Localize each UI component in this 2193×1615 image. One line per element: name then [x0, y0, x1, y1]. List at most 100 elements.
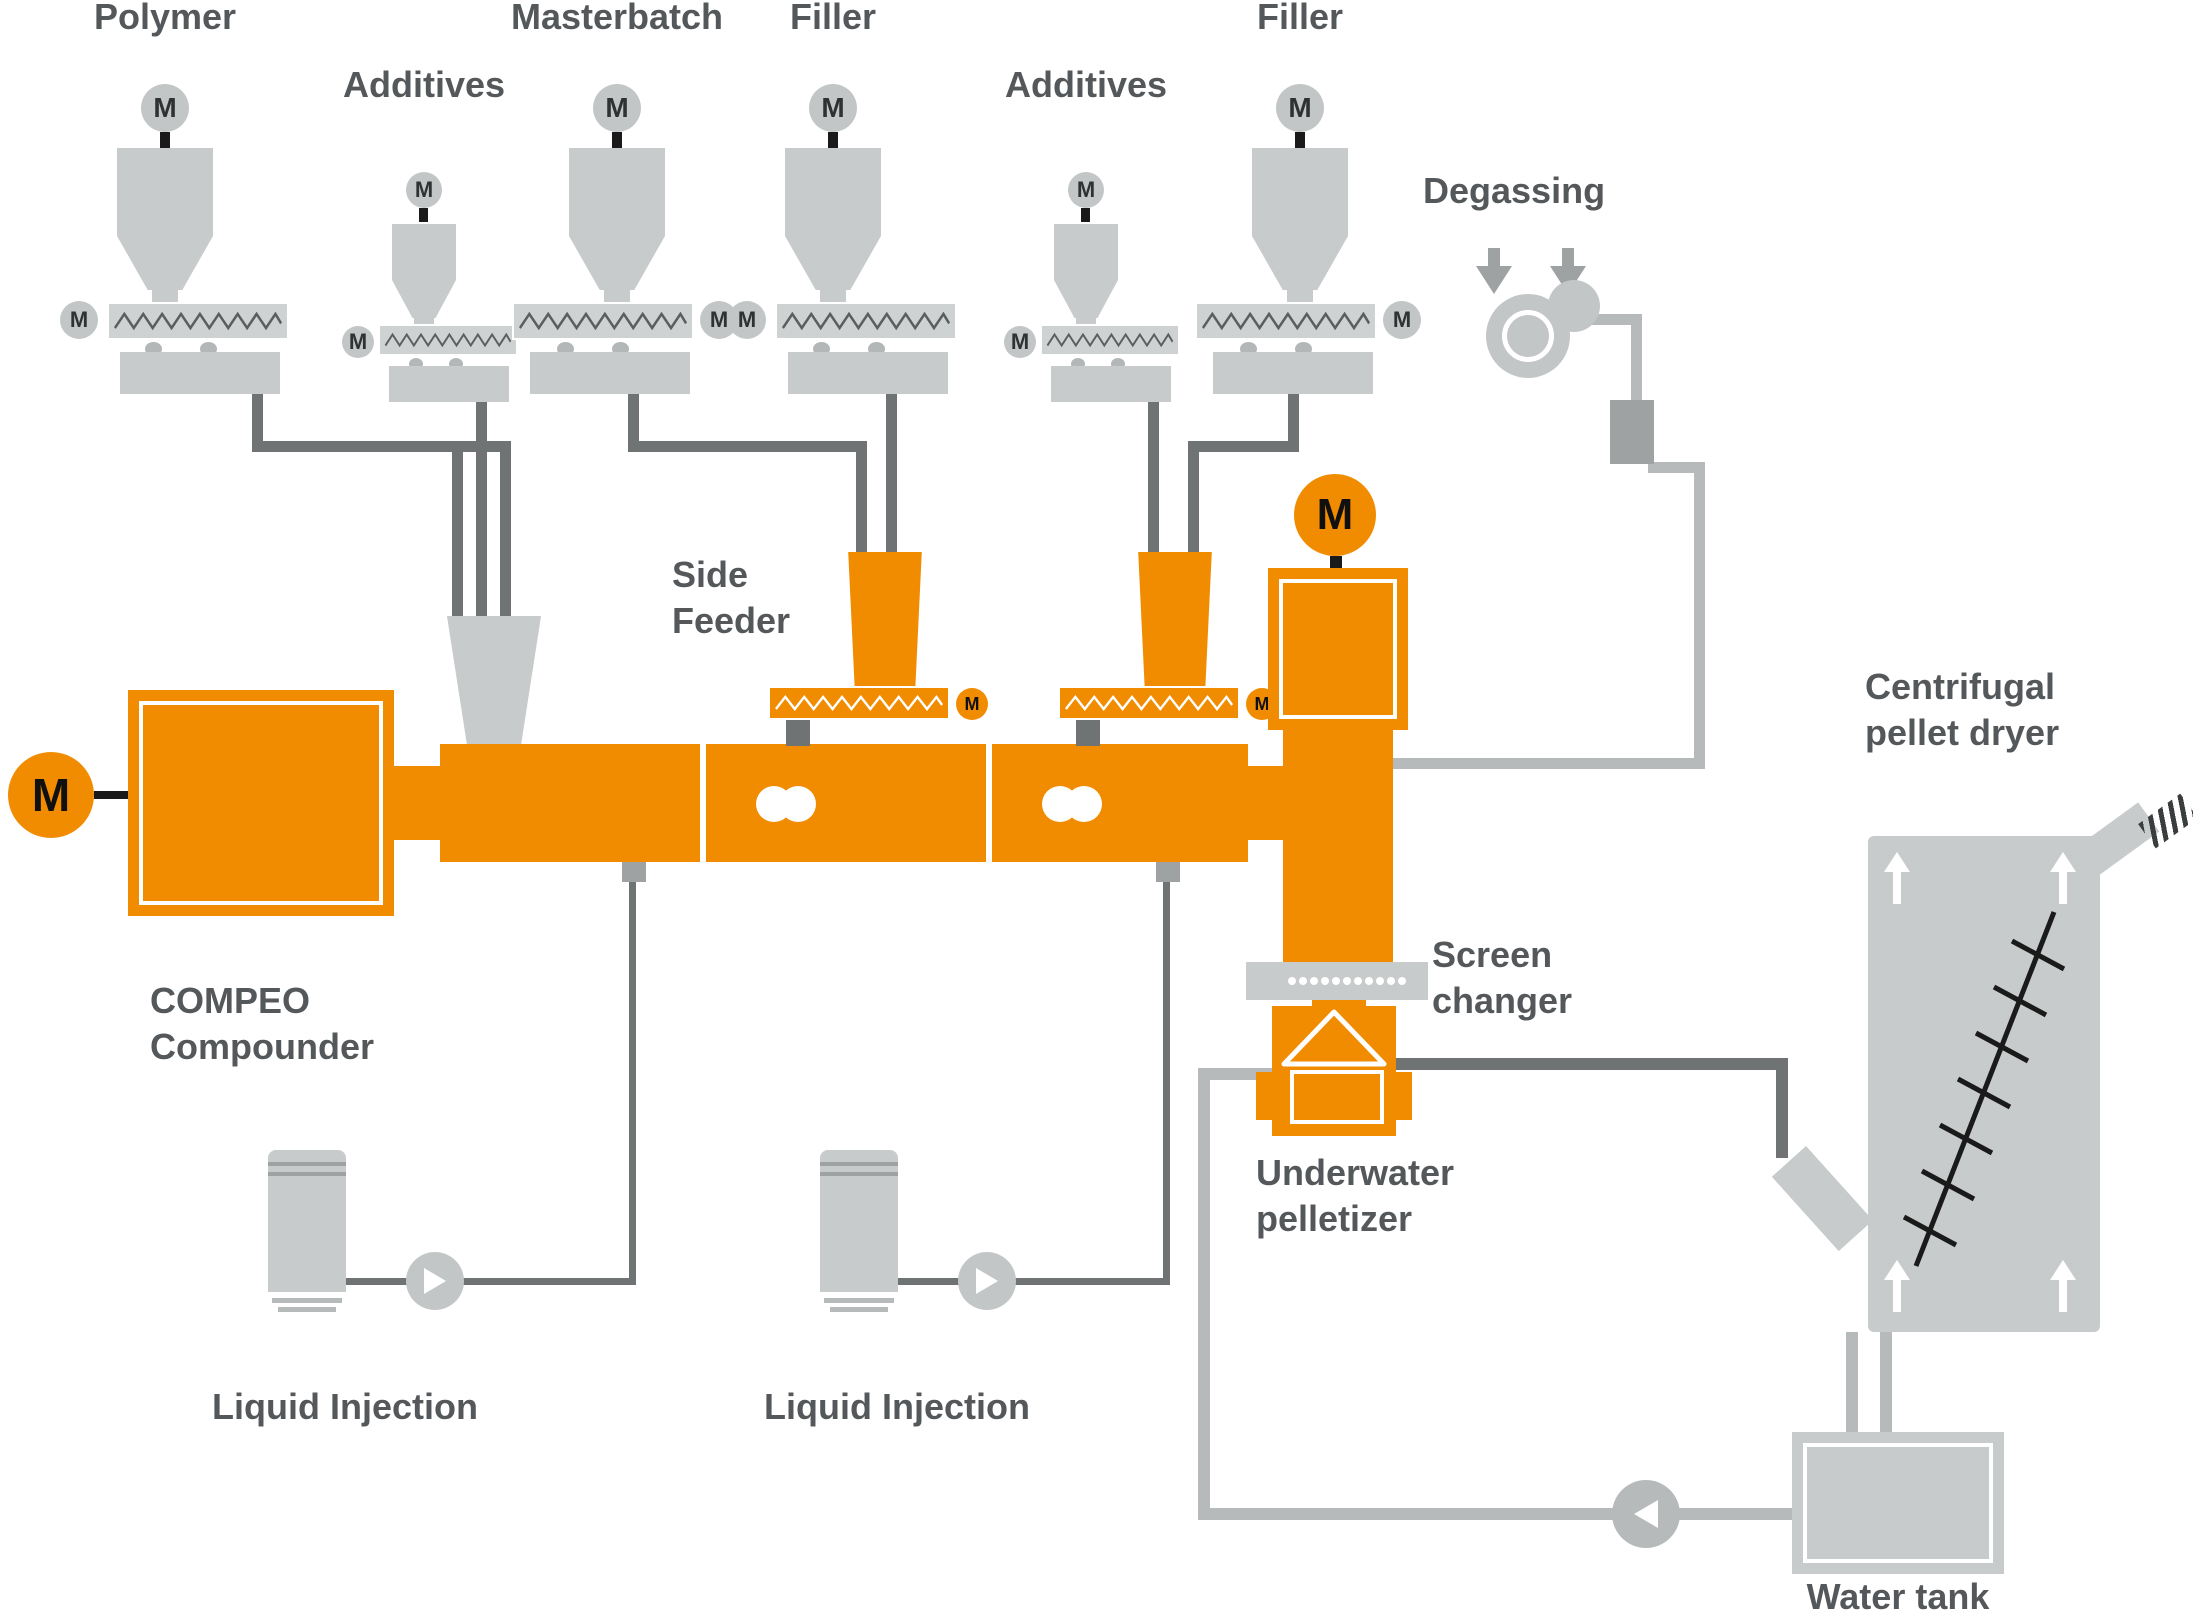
pipe-inlet-3 [500, 441, 511, 641]
pipe-water-horizontal [1198, 1508, 1794, 1520]
screen-changer-bar [1246, 962, 1428, 1000]
motor-shaft [828, 132, 838, 148]
station-base [1213, 352, 1373, 394]
barrel-neck [394, 766, 440, 840]
pelletizer-cone-icon [1281, 1009, 1387, 1067]
liquid-line-1-vertical [629, 882, 636, 1284]
hopper-funnel [569, 236, 665, 290]
motor-shaft [160, 132, 170, 148]
pipe-pellet-vertical [1776, 1058, 1788, 1158]
up-arrow-icon [2050, 1260, 2076, 1312]
barrel-separator [700, 744, 706, 862]
down-arrow-icon [1550, 248, 1586, 294]
screw-motor-icon: M [728, 301, 766, 339]
pipe-inlet-2 [476, 396, 487, 641]
liquid-injection-unit-1: Liquid Injection [195, 1140, 655, 1440]
discharge-motor-shaft [1330, 556, 1342, 570]
motor-icon: M [141, 84, 189, 132]
water-tank-label: Water tank [1806, 1576, 1990, 1615]
feeder-station-additives-1: Additives M M [314, 0, 534, 410]
screw-motor-icon: M [342, 326, 374, 358]
pipe-inlet-1 [452, 441, 463, 641]
dryer-inlet-duct [1771, 1146, 1873, 1252]
hopper-neck [820, 288, 846, 304]
hopper-body [392, 224, 456, 280]
hopper-neck [604, 288, 630, 304]
tank-lid-line [820, 1172, 898, 1176]
feeder-station-polymer: Polymer M M [35, 0, 295, 400]
liquid-line-1-horizontal [346, 1278, 636, 1285]
side-feeder-screw [768, 686, 950, 720]
pipe-masterbatch-down [628, 390, 639, 452]
pipe-dryer-tank-2 [1880, 1332, 1892, 1434]
gearbox-block [128, 690, 394, 916]
pipe-dryer-tank-1 [1846, 1332, 1858, 1434]
hopper-body [1252, 148, 1348, 236]
discharge-motor-icon: M [1294, 474, 1376, 556]
hopper-neck [152, 288, 178, 304]
underwater-pelletizer-unit [1272, 1006, 1396, 1136]
station-label: Polymer [93, 0, 237, 37]
side-feeder-screw [1058, 686, 1240, 720]
station-base [120, 352, 280, 394]
pump-triangle-icon [1634, 1500, 1658, 1528]
hopper-body [1054, 224, 1118, 280]
main-motor-icon: M [8, 752, 94, 838]
compounder-label: COMPEO Compounder [150, 980, 374, 1067]
hopper-funnel [392, 280, 456, 318]
injection-port [622, 862, 646, 882]
screen-changer-dots [1288, 977, 1406, 985]
hopper-funnel [1054, 280, 1118, 318]
tank-lid-line [820, 1162, 898, 1166]
feeder-station-masterbatch: Masterbatch M M [487, 0, 747, 400]
liquid-pump-icon [406, 1252, 464, 1310]
down-arrow-icon [1476, 248, 1512, 294]
water-pump-icon [1612, 1480, 1680, 1548]
pipe-polymer-down [252, 390, 263, 452]
degassing-label: Degassing [1423, 170, 1606, 211]
side-feeder-downpipe [1076, 720, 1100, 746]
pipe-pellet-horizontal [1396, 1058, 1788, 1070]
screw-feeder [1195, 302, 1377, 340]
pipe-degassing-h2 [1648, 462, 1705, 473]
pipe-filler2-horizontal [1188, 441, 1299, 452]
pipe-degassing-h1 [1566, 314, 1642, 325]
hopper-funnel [117, 236, 213, 290]
feeder-station-additives-2: Additives M M [976, 0, 1196, 410]
pipe-degassing-v1 [1631, 314, 1642, 406]
liquid-pump-icon [958, 1252, 1016, 1310]
tank-base-line [272, 1298, 342, 1303]
side-feeder-2: M [1050, 552, 1300, 752]
motor-icon: M [809, 84, 857, 132]
tank-lid-line [268, 1172, 346, 1176]
hopper-body [569, 148, 665, 236]
twin-screw-icon [780, 786, 816, 822]
side-feeder-downpipe [786, 720, 810, 746]
pellet-dryer-label: Centrifugal pellet dryer [1865, 666, 2060, 753]
hopper-body [785, 148, 881, 236]
pipe-degassing-v2 [1694, 462, 1705, 769]
screen-changer-label: Screen changer [1432, 934, 1573, 1021]
feeder-station-filler-2: Filler M M [1170, 0, 1430, 400]
pipe-sidefeeder2-b [1188, 441, 1199, 571]
station-label: Additives [1004, 64, 1168, 105]
up-arrow-icon [1884, 852, 1910, 904]
side-feeder-hopper [848, 552, 922, 686]
motor-icon: M [1068, 172, 1104, 208]
station-label: Additives [342, 64, 506, 105]
pipe-sidefeeder1-b [886, 390, 897, 571]
pelletizer-neck [1312, 1000, 1366, 1008]
screw-feeder [775, 302, 957, 340]
hopper-body [117, 148, 213, 236]
degassing-canister [1610, 400, 1654, 464]
hopper-funnel [1252, 236, 1348, 290]
up-arrow-icon [2050, 852, 2076, 904]
station-base [1051, 366, 1171, 402]
liquid-tank [820, 1150, 898, 1292]
barrel-inlet-funnel [446, 616, 542, 746]
station-base [788, 352, 948, 394]
feeder-station-filler-1: Filler M M [703, 0, 963, 400]
liquid-injection-label: Liquid Injection [764, 1386, 1030, 1427]
screw-feeder [378, 324, 518, 356]
